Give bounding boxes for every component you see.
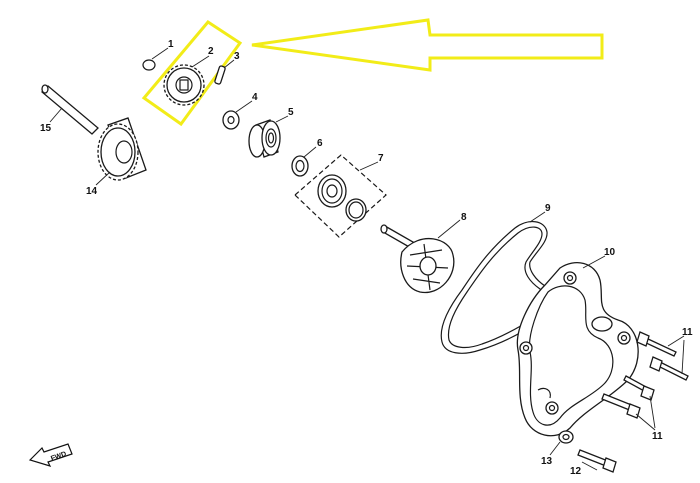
part-3-pin (214, 65, 226, 85)
part-2-drive-gear (163, 64, 205, 106)
callout-arrow (251, 18, 604, 72)
part-1-circlip (142, 59, 156, 71)
part-13-washer (558, 430, 574, 444)
part-12-bolt (577, 449, 617, 473)
callout-highlight (141, 18, 604, 127)
label-part-11-lower: 11 (652, 431, 663, 442)
fwd-direction-indicator: FWD (28, 443, 73, 467)
label-part-14: 14 (86, 186, 98, 197)
part-7-seal-kit (294, 154, 387, 238)
part-14-driven-gear (97, 117, 147, 181)
leader-lines (49, 47, 685, 471)
label-part-5: 5 (288, 107, 294, 118)
label-part-11-upper: 11 (682, 327, 693, 338)
part-6-seal (291, 155, 309, 177)
label-part-12: 12 (570, 466, 582, 477)
label-part-3: 3 (234, 51, 240, 62)
part-5-bearing (248, 119, 281, 158)
part-11-bolts-upper (636, 331, 689, 381)
label-part-8: 8 (461, 212, 467, 223)
label-part-13: 13 (541, 456, 553, 467)
highlight-box (141, 20, 243, 127)
label-part-15: 15 (40, 123, 52, 134)
label-part-6: 6 (317, 138, 323, 149)
label-part-4: 4 (252, 92, 258, 103)
label-part-9: 9 (545, 203, 551, 214)
label-part-10: 10 (604, 247, 616, 258)
label-part-1: 1 (168, 39, 174, 50)
part-10-pump-cover (516, 262, 639, 437)
part-4-washer (222, 110, 240, 130)
part-15-shaft (41, 84, 99, 135)
part-number-labels: 1 2 3 4 5 6 7 8 9 10 11 11 12 13 14 15 (40, 39, 693, 477)
label-part-7: 7 (378, 153, 384, 164)
label-part-2: 2 (208, 46, 214, 57)
fwd-arrow-icon (28, 443, 73, 467)
part-8-impeller (380, 224, 455, 294)
